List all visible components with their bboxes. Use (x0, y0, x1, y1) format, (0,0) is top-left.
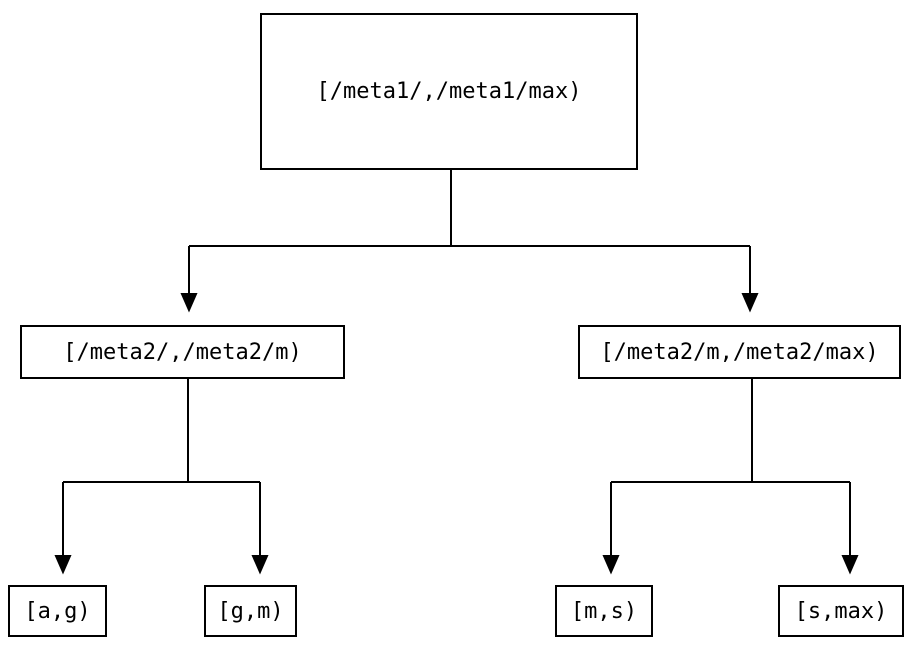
node-label: [g,m) (217, 598, 284, 624)
node-label: [/meta1/,/meta1/max) (316, 79, 582, 104)
node-leaf-ms: [m,s) (555, 585, 653, 637)
edge-left-children (54, 379, 269, 575)
arrowhead-down-icon (180, 293, 198, 313)
arrowhead-down-icon (741, 293, 759, 313)
node-left-interval: [/meta2/,/meta2/m) (20, 325, 345, 379)
edge-root-children (180, 170, 759, 313)
node-leaf-smax: [s,max) (778, 585, 904, 637)
arrowhead-down-icon (602, 555, 620, 575)
edge-right-children (602, 379, 859, 575)
arrowhead-down-icon (251, 555, 269, 575)
node-label: [/meta2/,/meta2/m) (63, 339, 302, 365)
node-label: [m,s) (570, 598, 638, 624)
node-label: [/meta2/m,/meta2/max) (600, 339, 879, 365)
arrowhead-down-icon (841, 555, 859, 575)
node-label: [s,max) (794, 598, 888, 624)
node-label: [a,g) (24, 598, 91, 624)
arrowhead-down-icon (54, 555, 72, 575)
node-right-interval: [/meta2/m,/meta2/max) (578, 325, 901, 379)
node-leaf-ag: [a,g) (8, 585, 107, 637)
node-root-interval: [/meta1/,/meta1/max) (260, 13, 638, 170)
node-leaf-gm: [g,m) (204, 585, 297, 637)
